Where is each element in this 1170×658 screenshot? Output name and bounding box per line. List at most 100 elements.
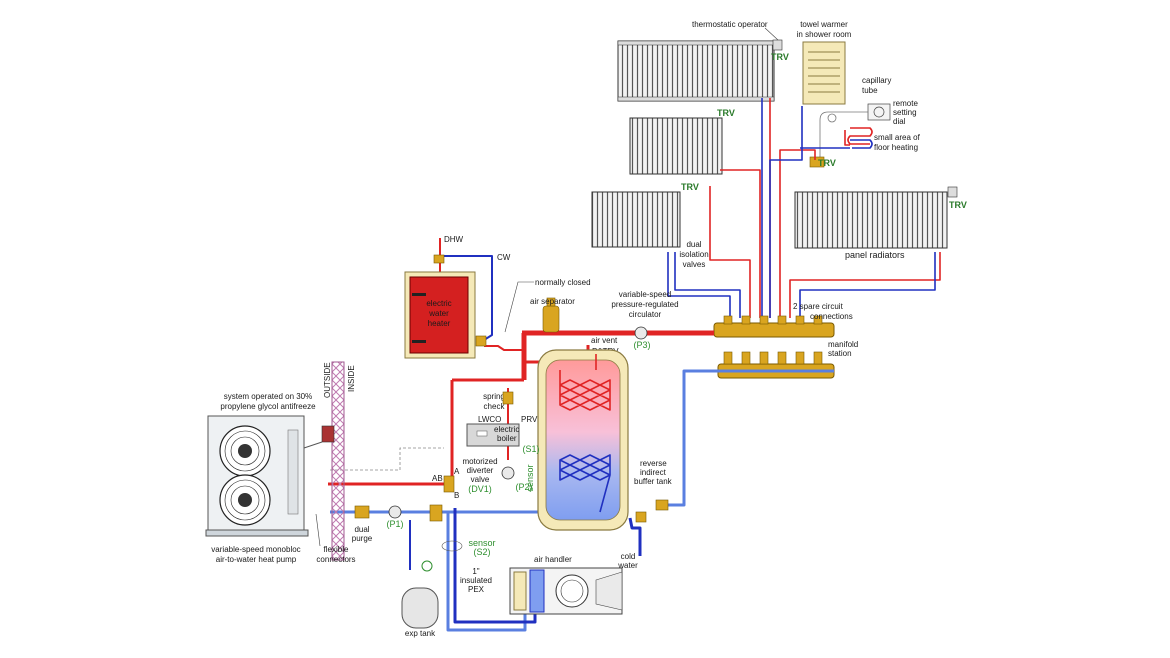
inside-label: INSIDE	[347, 365, 356, 392]
distribution-piping	[667, 98, 941, 318]
cold-water-label-2: water	[617, 561, 638, 570]
remote-dial-label-2: setting	[893, 108, 917, 117]
manifold-return	[717, 351, 835, 379]
air-vent-label: air vent	[591, 336, 618, 345]
trv-label-1: TRV	[771, 52, 789, 62]
reverse-buffer-label-2: indirect	[640, 468, 667, 477]
dv1-label: (DV1)	[468, 484, 492, 494]
diverter-valve	[443, 475, 455, 493]
remote-setting-dial	[867, 103, 891, 121]
electric-boiler	[466, 423, 520, 447]
radiator-top	[617, 40, 775, 102]
flexible-connectors-label-2: connectors	[316, 555, 355, 564]
trv-label-3: TRV	[681, 182, 699, 192]
diverter-label-3: valve	[471, 475, 490, 484]
manifold-supply	[713, 315, 835, 338]
reverse-buffer-label-3: buffer tank	[634, 477, 673, 486]
floor-heating-label-2: floor heating	[874, 143, 918, 152]
spare-circuit-label-1: 2 spare circuit	[793, 302, 844, 311]
heat-pump-label-2: air-to-water heat pump	[216, 555, 297, 564]
air-separator-lower	[429, 504, 443, 522]
reverse-buffer-label-1: reverse	[640, 459, 667, 468]
s2-label: (S2)	[473, 547, 490, 557]
water-heater-label-3: heater	[428, 319, 451, 328]
diverter-label-2: diverter	[467, 466, 494, 475]
panel-radiators-label: panel radiators	[845, 250, 905, 260]
dial-icon	[873, 106, 885, 118]
trv-label-2: TRV	[717, 108, 735, 118]
spring-check-valve	[502, 391, 514, 405]
dual-isolation-label-1: dual	[686, 240, 701, 249]
normally-closed-label: normally closed	[535, 278, 591, 287]
tank-coil	[559, 354, 611, 513]
vs-circulator-label-1: variable-speed	[619, 290, 671, 299]
s2-sensor-label: sensor	[468, 538, 495, 548]
heat-pump	[205, 415, 309, 537]
expansion-tank	[401, 587, 439, 629]
spring-check-label-1: spring	[483, 392, 505, 401]
floor-heating-loop	[847, 127, 873, 149]
spring-check-label-2: check	[484, 402, 506, 411]
vs-circulator-label-2: pressure-regulated	[611, 300, 678, 309]
capillary-tube-label-2: tube	[862, 86, 878, 95]
radiator-mid	[629, 117, 723, 175]
dual-purge-valve	[354, 505, 370, 519]
dual-isolation-label-3: valves	[683, 260, 706, 269]
dual-isolation-label-2: isolation	[679, 250, 708, 259]
water-heater-label-1: electric	[426, 299, 451, 308]
circulator-p2	[501, 466, 515, 480]
outside-label: OUTSIDE	[323, 362, 332, 398]
boiler-label-1: electric	[494, 425, 519, 434]
thermostatic-operator-label: thermostatic operator	[692, 20, 768, 29]
towel-warmer	[802, 41, 846, 105]
boiler-label-2: boiler	[497, 434, 517, 443]
remote-dial-label-1: remote	[893, 99, 918, 108]
lwco-label: LWCO	[478, 415, 501, 424]
towel-warmer-label-1: towel warmer	[800, 20, 848, 29]
flexible-connectors-label-1: flexible	[324, 545, 349, 554]
towel-warmer-label-2: in shower room	[797, 30, 852, 39]
diverter-label-1: motorized	[462, 457, 497, 466]
p3-label: (P3)	[633, 340, 650, 350]
p2-label: (P2)	[515, 482, 532, 492]
radiator-low	[591, 191, 681, 248]
p1-label: (P1)	[386, 519, 403, 529]
remote-dial-label-3: dial	[893, 117, 906, 126]
pex-label-2: insulated	[460, 576, 492, 585]
port-a-label: A	[454, 467, 460, 476]
air-separator-label: air separator	[530, 297, 575, 306]
capillary-tube-line	[819, 111, 868, 160]
floor-valve	[809, 156, 825, 168]
trv-label-5: TRV	[818, 158, 836, 168]
dual-purge-label-2: purge	[352, 534, 373, 543]
outdoor-sensor	[321, 425, 335, 443]
radiator-right	[794, 191, 948, 249]
s1-sensor-label: sensor	[525, 464, 535, 491]
heat-pump-label-1: variable-speed monobloc	[211, 545, 300, 554]
capillary-tube-label-1: capillary	[862, 76, 891, 85]
cold-water-label-1: cold	[621, 552, 636, 561]
air-handler	[509, 567, 623, 615]
cw-label: CW	[497, 253, 511, 262]
port-ab-label: AB	[432, 474, 443, 483]
air-separator	[542, 297, 560, 333]
cold-water-valve	[635, 511, 647, 523]
exp-tank-label: exp tank	[405, 629, 436, 638]
pex-label-3: PEX	[468, 585, 485, 594]
glycol-label-2: propylene glycol antifreeze	[220, 402, 316, 411]
pressure-gauge-icon	[421, 560, 433, 572]
normally-closed-valve	[475, 335, 487, 347]
trv-label-4: TRV	[949, 200, 967, 210]
dual-purge-label-1: dual	[354, 525, 369, 534]
port-b-label: B	[454, 491, 459, 500]
manifold-station-label-2: station	[828, 349, 852, 358]
dhw-label: DHW	[444, 235, 464, 244]
glycol-label-1: system operated on 30%	[224, 392, 313, 401]
tank-outlet-valve	[655, 499, 669, 511]
trv-head-top	[772, 39, 783, 51]
mixing-valve	[433, 254, 445, 264]
s1-label: (S1)	[522, 444, 539, 454]
exterior-wall	[331, 361, 345, 561]
buffer-tank	[537, 349, 629, 531]
